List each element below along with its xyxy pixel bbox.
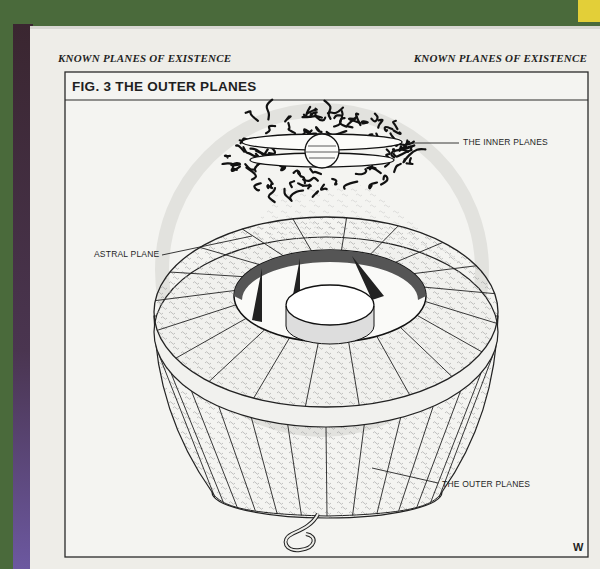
ink-squiggle — [232, 166, 240, 170]
ink-squiggle — [385, 127, 393, 131]
ink-squiggle — [266, 126, 275, 133]
ink-squiggle — [393, 150, 411, 157]
ink-squiggle — [246, 111, 258, 120]
plane-divider — [170, 272, 243, 277]
ink-squiggle — [298, 183, 309, 186]
ink-squiggle — [394, 164, 401, 172]
side-wall-line — [219, 406, 256, 510]
leader-line — [372, 468, 438, 483]
ink-squiggle — [321, 185, 327, 190]
ink-squiggle — [290, 181, 294, 187]
ink-squiggle — [369, 183, 377, 189]
ink-squiggle — [269, 179, 273, 188]
ink-squiggle — [370, 166, 375, 169]
ink-squiggle — [236, 145, 244, 151]
ink-squiggle — [222, 163, 233, 167]
ink-squiggle — [394, 131, 401, 134]
plane-divider — [305, 342, 318, 407]
plane-divider — [424, 287, 495, 294]
figure-title: FIG. 3 THE OUTER PLANES — [72, 80, 257, 95]
plane-divider — [395, 242, 443, 262]
ink-squiggle — [254, 183, 260, 190]
book-page — [30, 26, 600, 569]
side-wall-line — [251, 418, 277, 514]
plane-divider — [377, 336, 410, 395]
page-edge — [30, 26, 600, 29]
ink-squiggle — [310, 112, 316, 117]
title-rule — [65, 99, 588, 100]
ink-squiggle — [313, 191, 318, 196]
ink-squiggle — [344, 182, 357, 189]
plane-divider — [425, 302, 496, 324]
spiral-tail-inner — [286, 514, 318, 550]
outer-top-face — [154, 217, 498, 407]
inner-planes — [222, 100, 425, 202]
ink-squiggle — [328, 108, 343, 114]
spiral-tail — [286, 514, 318, 550]
ink-squiggle — [269, 188, 275, 202]
ink-squiggle — [393, 121, 397, 129]
running-header: KNOWN PLANES OF EXISTENCE — [58, 52, 231, 64]
callout-label: THE OUTER PLANES — [442, 480, 530, 489]
plane-divider — [157, 305, 236, 330]
side-wall-line — [353, 425, 365, 516]
ink-squiggle — [298, 172, 305, 183]
plane-divider — [414, 266, 476, 274]
plane-divider — [242, 229, 283, 256]
plane-divider — [349, 341, 360, 405]
plane-dividers — [155, 218, 497, 407]
ink-squiggle — [245, 164, 255, 171]
ink-squiggle — [285, 116, 290, 121]
yellow-tab — [578, 0, 600, 22]
plane-divider — [417, 315, 482, 352]
plane-divider — [254, 338, 290, 398]
ink-squiggle — [267, 100, 273, 120]
ink-squiggle — [394, 150, 408, 152]
ink-squiggle — [381, 176, 387, 185]
side-wall-line — [399, 406, 434, 510]
plane-divider — [209, 330, 265, 382]
ink-squiggle — [310, 169, 321, 174]
ink-squiggle — [407, 158, 413, 164]
plane-divider — [293, 219, 312, 251]
plane-divider — [200, 247, 260, 264]
ink-squiggle — [284, 189, 291, 200]
side-wall-line — [326, 427, 327, 516]
plane-divider — [176, 318, 246, 358]
plane-divider — [155, 290, 234, 300]
plane-divider — [370, 226, 398, 254]
callout-label: THE INNER PLANES — [463, 138, 548, 147]
side-wall-line — [288, 425, 302, 516]
watermark: W — [573, 541, 583, 553]
ink-squiggle — [349, 119, 360, 123]
prime-sphere — [305, 134, 339, 168]
plane-divider — [400, 327, 452, 376]
side-wall-line — [377, 418, 401, 514]
ink-squiggle — [288, 123, 295, 133]
callout-label: ASTRAL PLANE — [94, 250, 159, 259]
ink-squiggle — [371, 114, 377, 122]
ink-squiggle — [290, 191, 303, 201]
ink-squiggle — [316, 127, 321, 132]
ink-squiggle — [334, 118, 344, 126]
pillar-top — [286, 285, 374, 325]
ink-squiggle — [405, 145, 415, 148]
ink-squiggle — [315, 113, 325, 121]
ink-squiggle — [356, 169, 366, 174]
plane-divider — [341, 218, 346, 251]
leader-line — [162, 236, 252, 255]
ink-squiggle — [225, 155, 230, 157]
ink-squiggle — [378, 120, 382, 128]
running-header: KNOWN PLANES OF EXISTENCE — [414, 52, 587, 64]
ink-squiggle — [332, 179, 336, 184]
ink-squiggle — [362, 121, 368, 123]
figure-frame — [65, 72, 588, 557]
sphere-hatch — [306, 146, 338, 158]
leader-line — [408, 143, 459, 144]
ink-squiggle — [324, 101, 330, 119]
